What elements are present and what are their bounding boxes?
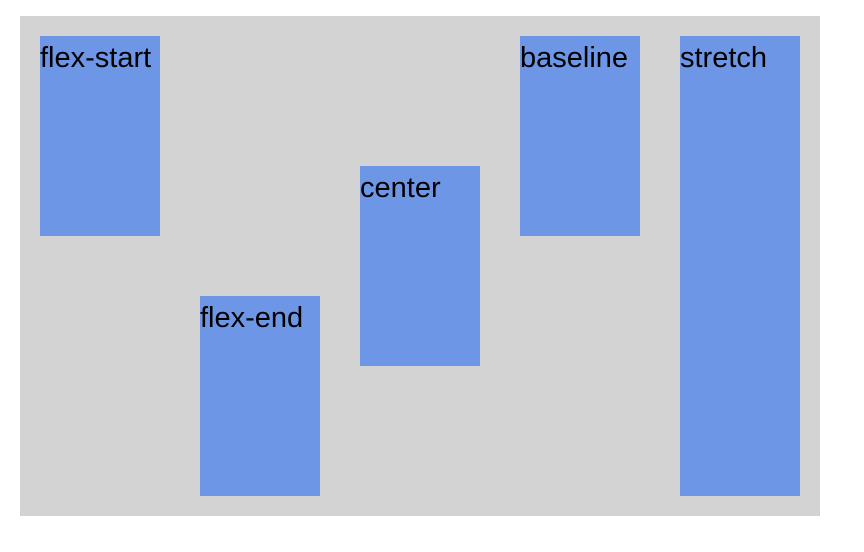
flex-container: flex-start flex-end center baseline stre…: [20, 16, 820, 516]
box-label-flex-end: flex-end: [200, 302, 304, 334]
box-label-flex-start: flex-start: [40, 42, 152, 74]
box-flex-end: flex-end: [200, 296, 320, 496]
box-label-center: center: [360, 172, 441, 204]
box-flex-start: flex-start: [40, 36, 160, 236]
box-center: center: [360, 166, 480, 366]
box-baseline: baseline: [520, 36, 640, 236]
box-stretch: stretch: [680, 36, 800, 496]
box-label-baseline: baseline: [520, 42, 629, 74]
box-label-stretch: stretch: [680, 42, 768, 74]
